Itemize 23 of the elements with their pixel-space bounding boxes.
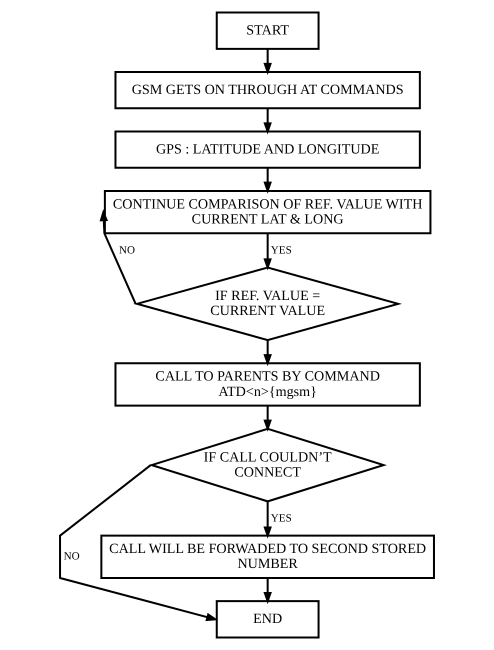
node-box: GPS : LATITUDE AND LONGITUDE xyxy=(114,130,421,169)
node-box: CONTINUE COMPARISON OF REF. VALUE WITH CURRENT LAT & LONG xyxy=(104,190,432,234)
node-box: GSM GETS ON THROUGH AT COMMANDS xyxy=(114,71,421,110)
arrow xyxy=(263,502,272,539)
arrow xyxy=(263,108,272,134)
arrow xyxy=(263,168,272,194)
node-box: CALL WILL BE FORWADED TO SECOND STORED NUMBER xyxy=(100,534,435,579)
edge-label: NO xyxy=(119,244,136,256)
node-box: END xyxy=(216,600,320,638)
arrow xyxy=(263,340,272,366)
arrow xyxy=(263,578,272,604)
edge-label: YES xyxy=(270,512,292,524)
node-box: START xyxy=(216,12,320,50)
node-box: CALL TO PARENTS BY COMMAND ATD<n>{mgsm} xyxy=(114,362,421,407)
node-diamond: IF REF. VALUE = CURRENT VALUE xyxy=(133,266,402,342)
edge-label: NO xyxy=(64,550,80,563)
arrow xyxy=(59,464,218,622)
arrow xyxy=(100,209,137,304)
node-diamond: IF CALL COULDN’T CONNECT xyxy=(148,428,387,502)
arrow xyxy=(263,48,272,75)
arrow xyxy=(263,406,272,432)
edge-label: YES xyxy=(270,244,292,256)
arrow xyxy=(263,233,272,270)
